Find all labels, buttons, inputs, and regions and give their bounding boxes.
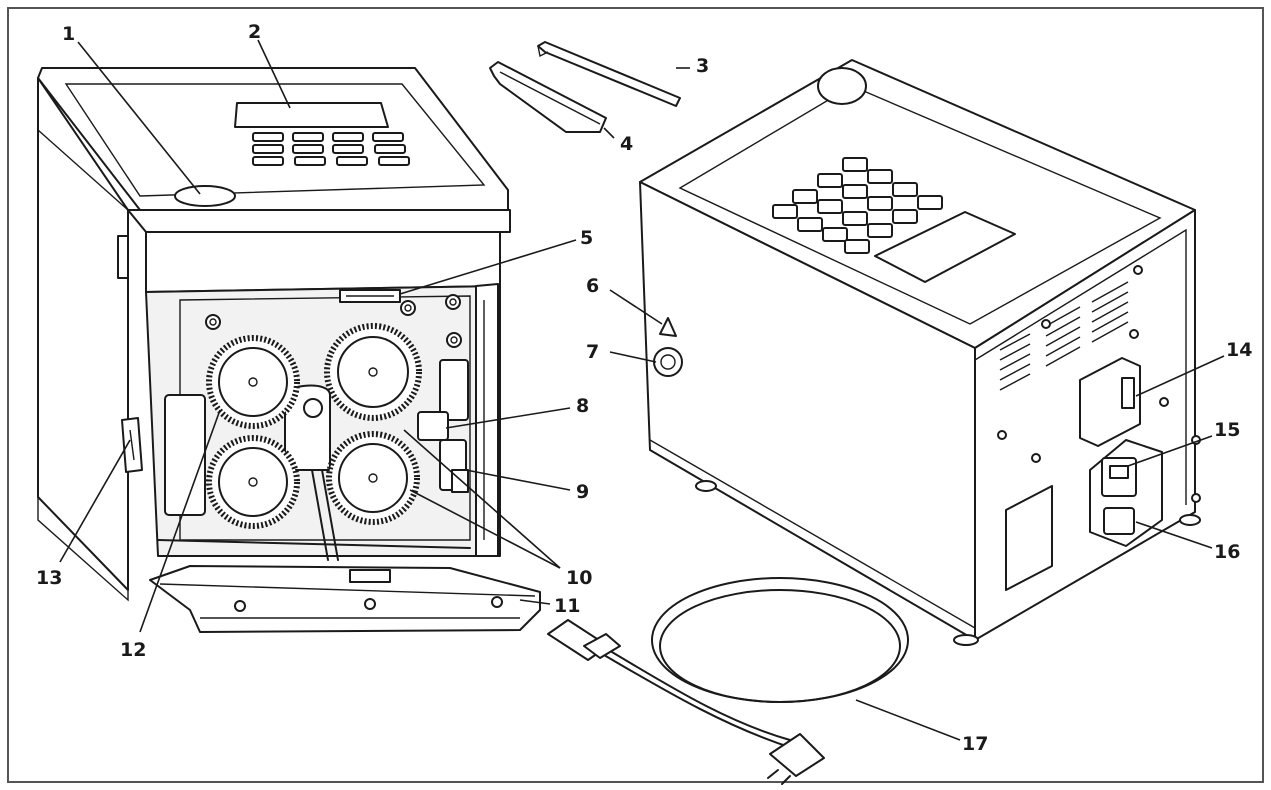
front-view-machine: [37, 67, 541, 633]
round-knob: [174, 185, 236, 207]
callout-12: 12: [120, 639, 146, 661]
feed-rollers: [206, 323, 422, 529]
callout-16: 16: [1214, 541, 1240, 563]
callout-13: 13: [36, 567, 62, 589]
callout-10: 10: [566, 567, 592, 589]
callout-5: 5: [580, 227, 593, 249]
front-band: [145, 231, 501, 293]
hex-key: [537, 41, 681, 107]
callout-4: 4: [620, 133, 633, 155]
callout-3: 3: [696, 55, 709, 77]
callout-7: 7: [586, 341, 599, 363]
power-switch: [1103, 507, 1135, 535]
arrow-mark: [659, 317, 677, 337]
callout-11: 11: [554, 595, 580, 617]
serial-port: [1121, 377, 1135, 409]
callout-8: 8: [576, 395, 589, 417]
callout-15: 15: [1214, 419, 1240, 441]
leader-lines: [59, 39, 1225, 741]
ventilation-slots: [999, 281, 1129, 391]
wire-guides: [417, 359, 469, 493]
schuko-plug: [769, 733, 825, 777]
callout-17: 17: [962, 733, 988, 755]
callout-labels: 1 2 3 4 5 6 7 8 9 10 11 12 13 14 15 16 1…: [36, 21, 1252, 755]
callout-6: 6: [586, 275, 599, 297]
power-cable: [547, 577, 909, 785]
spatula-tool: [489, 61, 607, 133]
callout-9: 9: [576, 481, 589, 503]
side-slot: [117, 235, 129, 279]
callout-1: 1: [62, 23, 75, 45]
housing-screws: [205, 294, 462, 348]
door-screws: [234, 596, 503, 612]
round-socket: [653, 347, 683, 377]
rear-keypad: [772, 157, 943, 254]
left-plate: [164, 394, 206, 516]
display-window: [234, 102, 389, 128]
rear-screws: [997, 265, 1201, 503]
callout-2: 2: [248, 21, 261, 43]
top-knob: [817, 67, 867, 105]
rear-display: [874, 211, 1016, 283]
figure-frame: [7, 7, 1264, 783]
rear-view-machine: [639, 59, 1201, 646]
callout-14: 14: [1226, 339, 1252, 361]
rating-label: [1005, 485, 1053, 591]
keypad: [252, 132, 410, 166]
front-door: [149, 565, 541, 633]
